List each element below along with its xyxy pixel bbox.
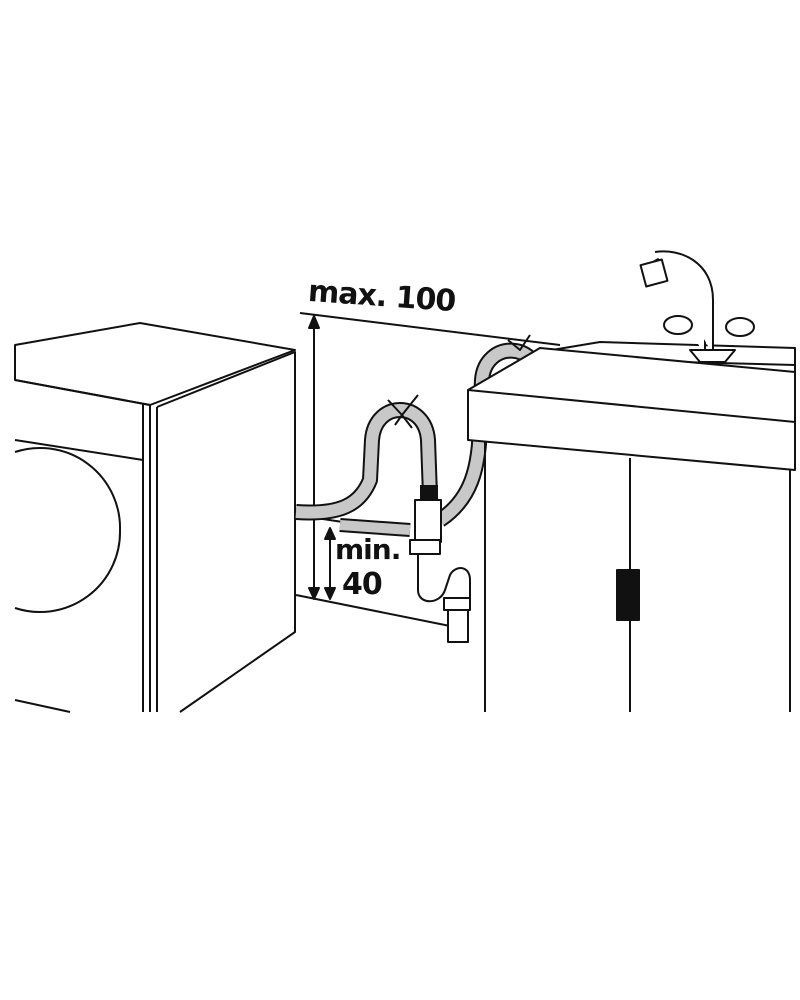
siphon-trap bbox=[409, 499, 471, 643]
washing-machine bbox=[14, 322, 296, 713]
floor-line bbox=[295, 594, 456, 628]
machine-side bbox=[156, 351, 296, 713]
sink-cabinet bbox=[467, 341, 796, 712]
min-height-label-line1: min. bbox=[335, 533, 401, 566]
machine-front-edge bbox=[14, 379, 151, 712]
cabinet-handle bbox=[616, 569, 640, 621]
machine-top bbox=[14, 322, 296, 406]
min-height-label-line2: 40 bbox=[342, 567, 383, 602]
machine-door bbox=[14, 447, 122, 613]
dimension-lines bbox=[295, 312, 561, 600]
max-height-line bbox=[299, 312, 561, 346]
faucet bbox=[639, 250, 755, 363]
